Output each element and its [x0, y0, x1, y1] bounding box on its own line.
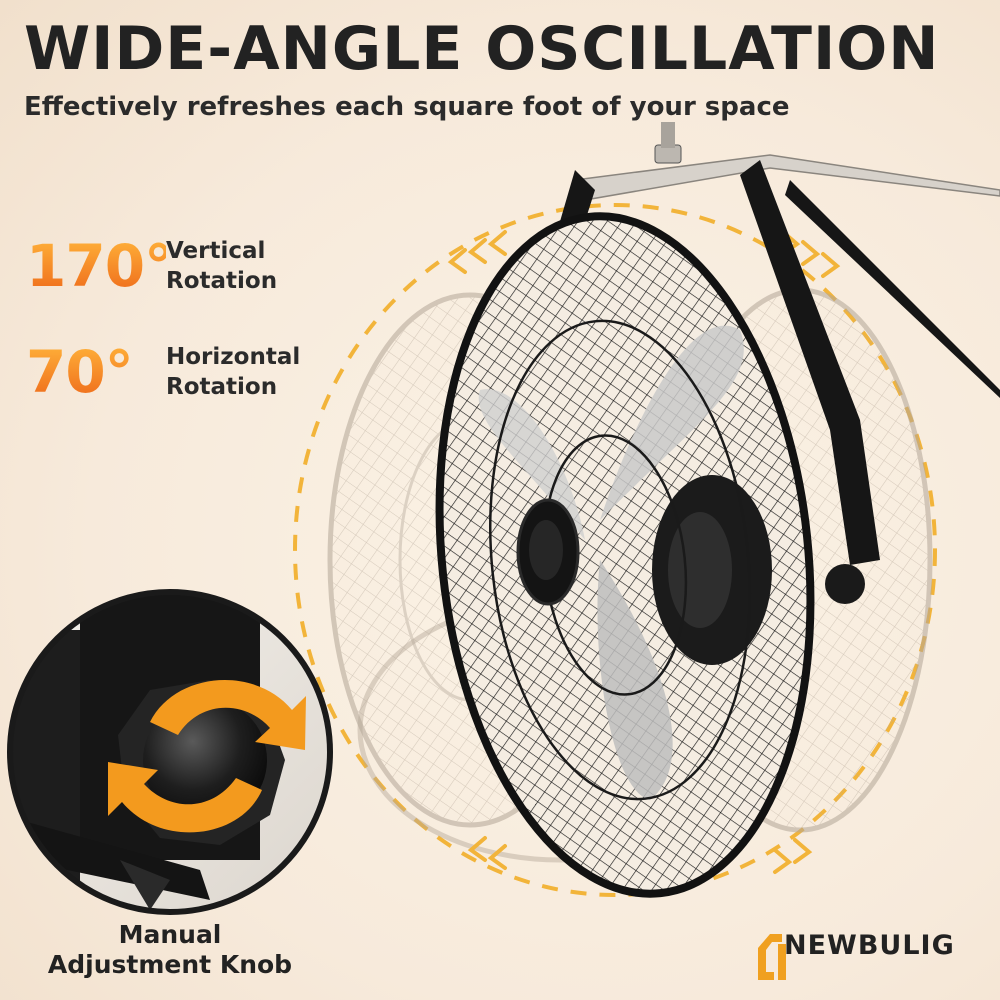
headline: WIDE-ANGLE OSCILLATION [24, 14, 940, 84]
knob-closeup [7, 589, 333, 915]
oscillation-arc [293, 203, 937, 897]
subheadline: Effectively refreshes each square foot o… [24, 92, 790, 122]
rotate-arrows-icon [108, 680, 306, 833]
spec-label: Vertical Rotation [166, 238, 278, 294]
brand-logo-icon [758, 934, 786, 980]
spec-value: 70° [26, 343, 166, 401]
brand-logo: NEWBULIG [752, 932, 955, 963]
knob-caption: Manual Adjustment Knob [47, 920, 293, 979]
spec-label: Horizontal Rotation [166, 344, 301, 400]
spec-vertical-rotation: 170° Vertical Rotation [26, 236, 277, 296]
spec-horizontal-rotation: 70° Horizontal Rotation [26, 342, 300, 402]
brand-name: NEWBULIG [784, 930, 955, 961]
spec-value: 170° [26, 232, 173, 300]
